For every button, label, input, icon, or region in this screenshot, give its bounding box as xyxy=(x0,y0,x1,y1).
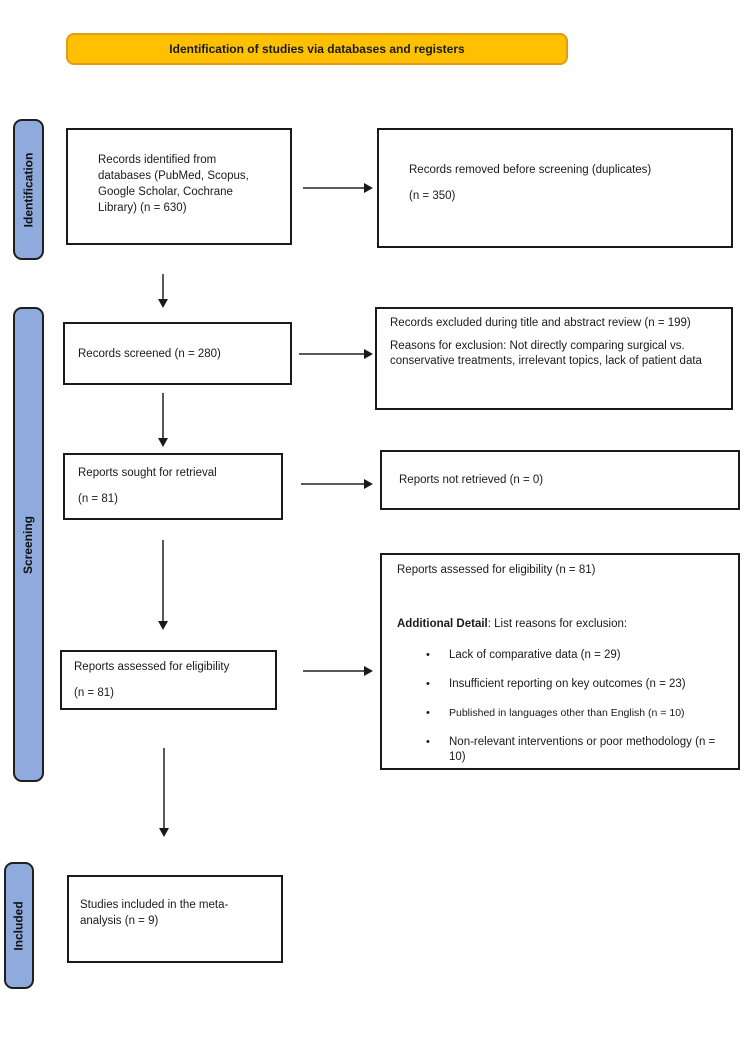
reports-assessed-line2: (n = 81) xyxy=(74,687,114,699)
stage-screening: Screening xyxy=(13,307,44,782)
box-eligibility-detail: Reports assessed for eligibility (n = 81… xyxy=(380,553,740,770)
eligibility-detail-subtitle: Additional Detail: List reasons for excl… xyxy=(397,617,724,632)
reports-assessed-line1: Reports assessed for eligibility xyxy=(74,661,230,673)
arrow-identified-to-screened xyxy=(158,274,167,308)
stage-included: Included xyxy=(4,862,34,989)
studies-included-text: Studies included in the meta-analysis (n… xyxy=(80,899,229,927)
exclusion-reason-item: •Insufficient reporting on key outcomes … xyxy=(426,678,686,690)
records-removed-line1: Records removed before screening (duplic… xyxy=(409,164,652,176)
arrow-assessed-to-detail xyxy=(303,666,373,675)
arrow-assessed-to-included xyxy=(159,748,168,837)
records-excluded-para1: Records excluded during title and abstra… xyxy=(390,317,691,329)
bullet-icon: • xyxy=(426,736,430,748)
exclusion-reason-item: •Lack of comparative data (n = 29) xyxy=(426,649,621,661)
stage-screening-label: Screening xyxy=(21,515,36,574)
stage-identification-label: Identification xyxy=(21,152,36,227)
stage-included-label: Included xyxy=(12,900,26,951)
records-excluded-para2: Reasons for exclusion: Not directly comp… xyxy=(390,340,702,367)
stage-identification: Identification xyxy=(13,119,44,260)
records-screened-text: Records screened (n = 280) xyxy=(78,347,221,360)
reports-sought-line2: (n = 81) xyxy=(78,493,118,505)
arrow-identified-to-removed xyxy=(303,183,373,192)
reports-not-retrieved-text: Reports not retrieved (n = 0) xyxy=(399,474,544,486)
banner-label: Identification of studies via databases … xyxy=(169,42,465,56)
bullet-icon: • xyxy=(426,707,430,719)
arrow-screened-to-sought xyxy=(158,393,167,447)
additional-detail-rest: : List reasons for exclusion: xyxy=(487,618,628,630)
arrow-sought-to-assessed xyxy=(158,540,167,630)
exclusion-reasons-list: •Lack of comparative data (n = 29) •Insu… xyxy=(397,648,724,765)
box-records-removed: Records removed before screening (duplic… xyxy=(377,128,733,248)
additional-detail-label: Additional Detail xyxy=(397,618,488,630)
eligibility-detail-title: Reports assessed for eligibility (n = 81… xyxy=(397,564,596,576)
exclusion-reason-item: •Non-relevant interventions or poor meth… xyxy=(426,736,716,763)
records-removed-line2: (n = 350) xyxy=(409,190,456,202)
reports-sought-line1: Reports sought for retrieval xyxy=(78,467,217,479)
arrow-sought-to-not-retrieved xyxy=(301,479,373,488)
box-reports-assessed: Reports assessed for eligibility (n = 81… xyxy=(60,650,277,710)
box-studies-included: Studies included in the meta-analysis (n… xyxy=(67,875,283,963)
arrow-screened-to-excluded xyxy=(299,349,373,358)
box-records-identified: Records identified from databases (PubMe… xyxy=(66,128,292,245)
box-reports-not-retrieved: Reports not retrieved (n = 0) xyxy=(380,450,740,510)
records-identified-text: Records identified from databases (PubMe… xyxy=(98,154,249,214)
box-reports-sought: Reports sought for retrieval (n = 81) xyxy=(63,453,283,520)
exclusion-reason-item: •Published in languages other than Engli… xyxy=(426,707,685,719)
bullet-icon: • xyxy=(426,649,430,661)
banner-identification-of-studies: Identification of studies via databases … xyxy=(66,33,568,65)
bullet-icon: • xyxy=(426,678,430,690)
box-records-excluded: Records excluded during title and abstra… xyxy=(375,307,733,410)
box-records-screened: Records screened (n = 280) xyxy=(63,322,292,385)
